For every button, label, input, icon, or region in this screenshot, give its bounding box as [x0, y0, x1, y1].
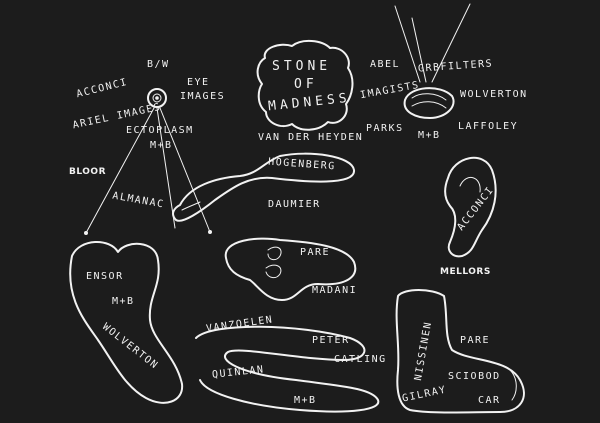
label-bloor: BLOOR	[69, 167, 107, 177]
label-van-der-heyden: VAN DER HEYDEN	[258, 132, 364, 143]
label-mellors: MELLORS	[440, 267, 491, 277]
lamp-icon	[403, 87, 455, 119]
label-wolverton-top: WOLVERTON	[460, 89, 528, 100]
ear-icon	[444, 156, 497, 258]
brain-outline	[256, 40, 354, 131]
sight-line-left	[85, 107, 155, 234]
light-ray-a	[394, 5, 421, 83]
label-laffoley: LAFFOLEY	[458, 121, 519, 132]
label-images: IMAGES	[180, 91, 226, 102]
eye-icon	[147, 88, 167, 108]
label-sciobod: SCIOBOD	[448, 371, 501, 382]
label-mb-1: M+B	[150, 140, 173, 151]
label-of: OF	[294, 77, 318, 92]
sight-line-right	[159, 107, 211, 233]
almanac-sausage	[172, 152, 355, 222]
label-eye: EYE	[187, 77, 210, 88]
pare-blob	[224, 237, 357, 301]
label-mb-4: M+B	[294, 395, 317, 406]
light-ray-b	[431, 3, 471, 83]
label-ectoplasm: ECTOPLASM	[126, 125, 194, 136]
sight-line-center	[156, 107, 176, 229]
light-ray-c	[411, 17, 427, 83]
label-ensor: ENSOR	[86, 271, 124, 282]
label-abel: ABEL	[370, 59, 401, 70]
label-pare-foot: PARE	[460, 335, 491, 346]
label-parks: PARKS	[366, 123, 404, 134]
label-peter: PETER	[312, 335, 350, 346]
label-madani: MADANI	[312, 285, 358, 296]
label-mb-3: M+B	[112, 296, 135, 307]
label-mb-2: M+B	[418, 130, 441, 141]
label-catling: CATLING	[334, 354, 387, 365]
label-bw: B/W	[147, 59, 170, 70]
label-car: CAR	[478, 395, 501, 406]
boot-shape	[395, 289, 525, 414]
label-stone: STONE	[272, 59, 332, 74]
label-daumier: DAUMIER	[268, 199, 321, 210]
label-pare-mid: PARE	[300, 247, 331, 258]
coil-snake	[195, 325, 380, 413]
tooth-shape	[69, 240, 184, 404]
